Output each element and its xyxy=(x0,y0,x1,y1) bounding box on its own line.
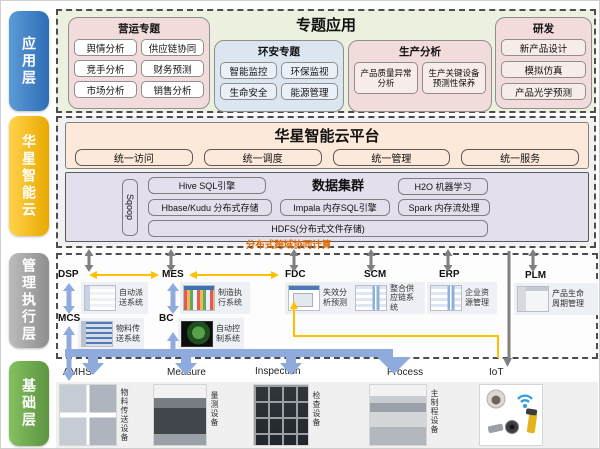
section-title-topic-apps: 专题应用 xyxy=(295,17,356,34)
engine-h2o: H2O 机器学习 xyxy=(398,178,488,195)
topic-chip: 产品质量异常分析 xyxy=(354,62,418,94)
section-application-layer: 专题应用 营运专题 舆情分析 供应链协同 竞手分析 财务预测 市场分析 销售分析… xyxy=(56,9,596,113)
data-cluster-box: 数据集群 Sqoop Hive SQL引擎 H2O 机器学习 Hbase/Kud… xyxy=(65,172,589,242)
topic-chip: 供应链协同 xyxy=(141,39,204,56)
service-chip-access: 统一访问 xyxy=(75,149,193,166)
equipment-code-iot: IoT xyxy=(489,367,504,378)
equipment-code-measure: Measure xyxy=(167,367,206,378)
topic-chip: 市场分析 xyxy=(74,81,137,98)
group-items: 新产品设计 模拟仿真 产品光学预测 xyxy=(501,39,586,100)
equipment-name: 量测设备 xyxy=(210,391,219,427)
equipment-name: 检查设备 xyxy=(312,391,321,427)
data-cluster-title: 数据集群 xyxy=(311,178,364,193)
topic-chip: 模拟仿真 xyxy=(501,61,586,78)
scm-screenshot-thumbnail xyxy=(355,285,387,311)
topic-chip: 新产品设计 xyxy=(501,39,586,56)
system-name: 制造执行系统 xyxy=(218,288,242,307)
system-block-dsp: 自动派送系统 xyxy=(81,282,148,314)
system-code-plm: PLM xyxy=(525,270,547,281)
group-rnd: 研发 新产品设计 模拟仿真 产品光学预测 xyxy=(495,17,592,109)
engine-hive: Hive SQL引擎 xyxy=(148,177,266,194)
system-name: 企业资源管理 xyxy=(465,288,489,307)
system-name: 物料传送系统 xyxy=(116,324,140,343)
topic-chip: 舆情分析 xyxy=(74,39,137,56)
topic-chip: 生产关键设备预测性保养 xyxy=(422,62,486,94)
amhs-equipment-photo xyxy=(59,384,117,446)
layer-label-base: 基础层 xyxy=(9,361,49,446)
system-block-mcs: 物料传送系统 xyxy=(78,318,144,350)
system-code-scm: SCM xyxy=(364,269,387,280)
system-code-bc: BC xyxy=(159,313,174,324)
topic-chip: 能源管理 xyxy=(281,83,338,100)
system-block-scm: 整合供应链系统 xyxy=(352,282,425,314)
system-code-dsp: DSP xyxy=(58,269,79,280)
equipment-name: 主制程设备 xyxy=(430,389,439,434)
group-title: 研发 xyxy=(533,23,554,35)
system-name: 自动派送系统 xyxy=(119,288,143,307)
bc-screenshot-thumbnail xyxy=(181,321,213,347)
engine-hdfs: HDFS(分布式文件存储) xyxy=(148,220,488,237)
system-code-erp: ERP xyxy=(439,269,460,280)
measure-equipment-photo xyxy=(153,384,207,446)
topic-chip: 竞手分析 xyxy=(74,60,137,77)
dsp-screenshot-thumbnail xyxy=(84,285,116,311)
topic-chip: 环保监视 xyxy=(281,62,338,79)
topic-chip: 财务预测 xyxy=(141,60,204,77)
topic-chip: 销售分析 xyxy=(141,81,204,98)
system-name: 整合供应链系统 xyxy=(390,283,414,312)
system-code-mes: MES xyxy=(162,269,184,280)
erp-screenshot-thumbnail xyxy=(430,285,462,311)
service-chip-service: 统一服务 xyxy=(461,149,579,166)
engine-sqoop: Sqoop xyxy=(122,179,138,236)
inspection-equipment-photo xyxy=(253,384,309,446)
layer-label-application: 应用层 xyxy=(9,11,49,111)
system-block-plm: 产品生命周期管理 xyxy=(514,283,598,315)
equipment-code-inspection: Inspection xyxy=(255,366,301,377)
iot-icons xyxy=(486,389,538,434)
topic-chip: 生命安全 xyxy=(220,83,277,100)
engine-impala: Impala 内存SQL引擎 xyxy=(280,199,390,216)
cloud-platform-title: 华星智能云平台 xyxy=(274,128,380,145)
layer-label-cloud: 华星智能云 xyxy=(9,116,49,236)
system-block-fdc: 失效分析预测 xyxy=(285,282,358,314)
group-items: 智能监控 环保监视 生命安全 能源管理 xyxy=(220,62,338,100)
platform-services: 统一访问 统一调度 统一管理 统一服务 xyxy=(66,146,588,166)
group-ehs-topics: 环安专题 智能监控 环保监视 生命安全 能源管理 xyxy=(214,40,344,112)
group-production-analysis: 生产分析 产品质量异常分析 生产关键设备预测性保养 xyxy=(348,40,492,112)
mcs-screenshot-thumbnail xyxy=(81,321,113,347)
process-equipment-photo xyxy=(369,384,427,446)
system-name: 产品生命周期管理 xyxy=(552,289,584,308)
group-items: 产品质量异常分析 生产关键设备预测性保养 xyxy=(354,62,486,94)
mes-screenshot-thumbnail xyxy=(183,285,215,311)
system-code-mcs: MCS xyxy=(58,313,81,324)
group-title: 环安专题 xyxy=(258,46,300,58)
cloud-platform-box: 华星智能云平台 统一访问 统一调度 统一管理 统一服务 xyxy=(65,122,589,169)
equipment-code-process: Process xyxy=(387,367,424,378)
section-cloud-layer: 华星智能云平台 统一访问 统一调度 统一管理 统一服务 数据集群 Sqoop H… xyxy=(56,116,596,248)
equipment-code-amhs: AMHS xyxy=(63,367,92,378)
topic-chip: 产品光学预测 xyxy=(501,83,586,100)
group-title: 生产分析 xyxy=(399,46,441,58)
system-block-bc: 自动控制系统 xyxy=(178,318,244,350)
distributed-computing-note: 分布式跨域协同计算 xyxy=(245,240,332,251)
service-chip-management: 统一管理 xyxy=(332,149,451,166)
system-name: 失效分析预测 xyxy=(323,288,347,307)
iot-devices-photo xyxy=(479,384,543,446)
fdc-screenshot-thumbnail xyxy=(288,285,320,311)
engine-spark: Spark 内存流处理 xyxy=(398,199,490,216)
equipment-name: 物料传送设备 xyxy=(120,388,129,442)
plm-screenshot-thumbnail xyxy=(517,286,549,312)
topic-chip: 智能监控 xyxy=(220,62,277,79)
layer-label-management: 管理执行层 xyxy=(9,253,49,348)
engine-hbase-kudu: Hbase/Kudu 分布式存储 xyxy=(148,199,272,216)
system-block-mes: 制造执行系统 xyxy=(180,282,250,314)
system-code-fdc: FDC xyxy=(285,269,306,280)
system-block-erp: 企业资源管理 xyxy=(427,282,497,314)
service-chip-scheduling: 统一调度 xyxy=(203,149,322,166)
system-name: 自动控制系统 xyxy=(216,324,240,343)
group-title: 营运专题 xyxy=(118,23,160,35)
group-operations-topics: 营运专题 舆情分析 供应链协同 竞手分析 财务预测 市场分析 销售分析 xyxy=(68,17,210,109)
group-items: 舆情分析 供应链协同 竞手分析 财务预测 市场分析 销售分析 xyxy=(74,39,204,98)
